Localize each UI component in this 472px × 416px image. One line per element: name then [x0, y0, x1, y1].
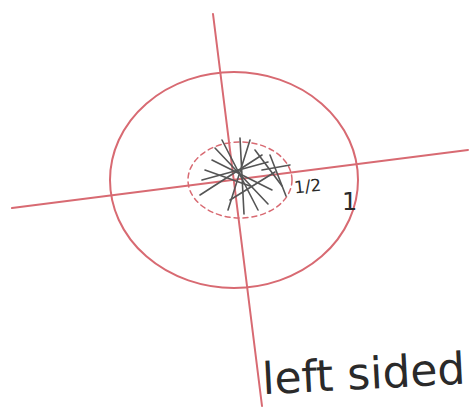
- outer-circle: [110, 72, 358, 288]
- dimension-label: 1: [342, 190, 357, 214]
- dimension-label: 1/2: [293, 177, 322, 197]
- lesion-outline: [188, 142, 292, 218]
- lesion-scribble: [200, 138, 290, 214]
- horizontal-axis: [12, 150, 468, 208]
- vertical-axis: [213, 14, 262, 406]
- side-note: left sided: [261, 347, 466, 402]
